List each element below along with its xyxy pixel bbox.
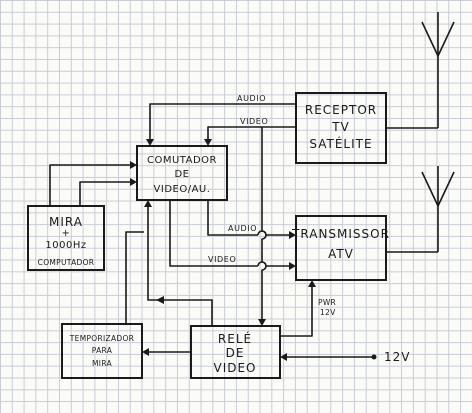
label-audio-top: AUDIO	[237, 94, 266, 103]
antenna-icon	[386, 12, 455, 129]
label-video-mid: VIDEO	[208, 255, 236, 264]
mira-label-1: MIRA	[49, 215, 83, 229]
mira-computador-block: MIRA + 1000Hz COMPUTADOR	[27, 205, 105, 271]
mira-label-4: COMPUTADOR	[38, 258, 95, 267]
mira-label-3: 1000Hz	[45, 240, 86, 251]
audio-wire-comutador-to-transmissor	[207, 200, 296, 239]
supply-wire-12v	[280, 353, 377, 361]
temporizador-label-1: TEMPORIZADOR	[69, 334, 134, 343]
receptor-label-1: RECEPTOR	[305, 103, 377, 117]
rele-label-1: RELÉ	[218, 331, 252, 346]
rele-to-temporizador-wire	[142, 348, 191, 356]
temporizador-label-2: PARA	[92, 346, 113, 355]
video-wire-receptor-to-rele	[258, 127, 267, 326]
label-pwr: PWR	[318, 298, 336, 307]
transmissor-label-2: ATV	[328, 247, 354, 261]
receptor-label-2: TV	[331, 120, 350, 134]
pwr-wire-rele-to-transmissor	[280, 280, 316, 337]
rele-label-3: VIDEO	[213, 361, 256, 375]
audio-wire-receptor-to-comutador	[146, 103, 296, 146]
mira-label-2: +	[62, 228, 71, 239]
comutador-label-2: DE	[174, 169, 189, 180]
rele-label-2: DE	[226, 346, 245, 360]
comutador-label-3: VIDEO/AU.	[154, 184, 211, 195]
temporizador-block: TEMPORIZADOR PARA MIRA	[61, 323, 143, 379]
rele-to-temporizador-arrow	[156, 296, 164, 304]
rele-to-comutador-control	[144, 200, 213, 326]
mira-to-comutador-wires	[49, 161, 137, 206]
comutador-label-1: COMUTADOR	[147, 155, 217, 166]
receptor-tv-satelite-block: RECEPTOR TV SATÉLITE	[295, 92, 387, 164]
label-video-top: VIDEO	[240, 117, 268, 126]
label-12v-supply: 12V	[384, 350, 410, 364]
rele-video-block: RELÉ DE VIDEO	[190, 325, 281, 379]
temporizador-label-3: MIRA	[92, 359, 112, 368]
receptor-label-3: SATÉLITE	[309, 136, 372, 151]
antenna-icon	[386, 166, 455, 253]
transmissor-label-1: TRANSMISSOR	[291, 227, 390, 241]
label-pwr-12v: 12V	[320, 308, 336, 317]
label-audio-mid: AUDIO	[228, 224, 257, 233]
comutador-video-block: COMUTADOR DE VIDEO/AU.	[136, 145, 228, 201]
temporizador-control-line	[125, 231, 144, 324]
transmissor-atv-block: TRANSMISSOR ATV	[291, 215, 390, 281]
video-wire-comutador-to-transmissor	[169, 200, 296, 270]
video-wire-receptor-to-comutador	[204, 126, 296, 146]
